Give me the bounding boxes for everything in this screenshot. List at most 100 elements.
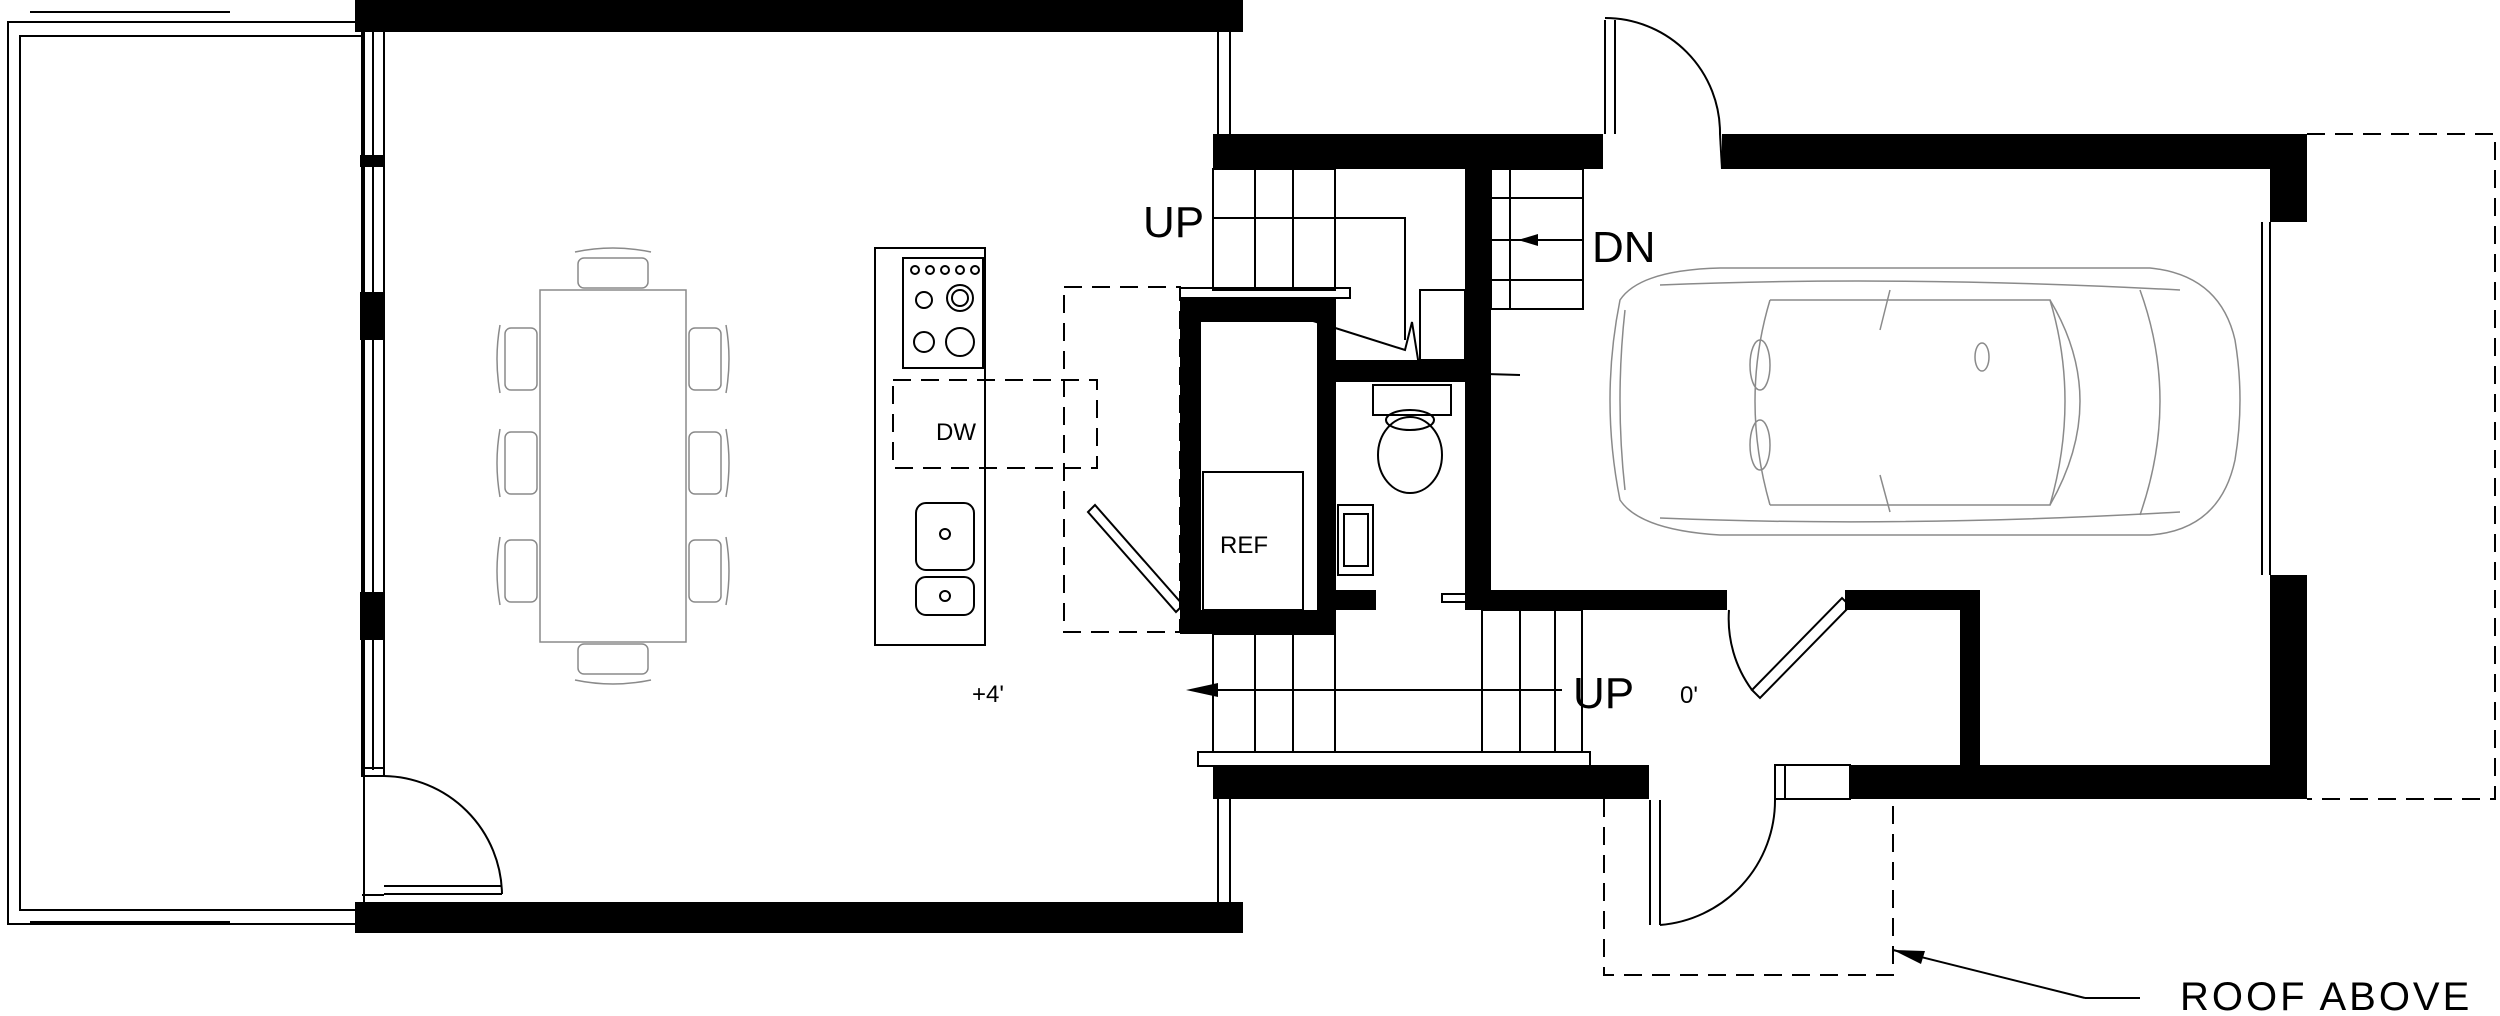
linework <box>7 11 2271 925</box>
deck-outline-outer <box>7 21 365 925</box>
label-roof-above: ROOF ABOVE <box>2180 975 2472 1016</box>
dn-stair-landing <box>1419 289 1466 361</box>
upper-stair-break <box>1309 319 1521 376</box>
deck-door-swing <box>383 775 503 895</box>
lower-stair-outline-right <box>1481 609 1583 753</box>
wall-mudroom-south <box>1213 765 1649 799</box>
dashed-lines <box>892 133 2496 976</box>
roof-leader-line <box>1892 949 2086 999</box>
chairs-right <box>688 324 730 606</box>
roof-leader-arrow <box>1893 950 1925 964</box>
wall-garage-east-upper <box>2270 134 2307 222</box>
wall-south-main <box>355 902 1243 933</box>
lower-door-post <box>1774 764 1786 800</box>
wall-stair-north <box>1213 134 1603 169</box>
upper-stair-outline <box>1212 168 1336 291</box>
toilet-bowl <box>1377 416 1443 494</box>
upper-stair <box>1212 168 1521 376</box>
west-door-jamb <box>361 767 385 777</box>
wall-stub-small <box>1336 590 1376 610</box>
garage-door-jamb <box>1774 764 1851 800</box>
car-trunk <box>2139 289 2161 516</box>
dishwasher-outline <box>892 379 1098 469</box>
pantry-door-jamb <box>1187 469 1201 611</box>
lower-stair-outline-left <box>1212 633 1336 753</box>
car-body <box>1609 267 2241 536</box>
label-elev-garage: 0' <box>1680 682 1698 709</box>
entry-door-swing <box>1604 17 1722 135</box>
burner-2-inner <box>951 289 969 307</box>
deck-outline-inner <box>19 35 365 911</box>
car-door-line-bottom <box>1879 474 1891 513</box>
powder-sink <box>1337 504 1374 576</box>
dining-table <box>539 289 687 643</box>
lower-stair <box>1200 609 1583 753</box>
wall-garage-inner-vertical <box>1960 590 1980 799</box>
wall-garage-east-lower <box>2270 575 2307 799</box>
burner-4 <box>945 327 975 357</box>
wall-pantry-west <box>1180 298 1201 634</box>
toilet-tank <box>1372 384 1452 416</box>
pantry-door-leaf <box>1086 503 1185 614</box>
car <box>1609 267 2241 536</box>
car-windshield <box>1754 299 1771 506</box>
burner-3 <box>913 331 935 353</box>
garage-overhang-outline <box>2307 133 2496 800</box>
upper-stair-arrow-path <box>1230 217 1406 340</box>
doors <box>383 17 1852 926</box>
car-roof <box>1770 299 2066 506</box>
wall-mid-horizontal <box>1465 590 1727 610</box>
overhead-cabinet-outline <box>1063 286 1181 633</box>
walls <box>355 0 2307 933</box>
pantry-fixtures <box>1202 384 1452 611</box>
roof-above-outline <box>1603 799 1894 976</box>
wall-north-main <box>355 0 1243 32</box>
dn-stair <box>1419 168 1584 361</box>
wall-powder-north <box>1317 360 1482 382</box>
wall-pantry-east <box>1317 298 1336 634</box>
wall-pantry-north <box>1180 298 1336 322</box>
wall-stair-divider <box>1465 168 1491 606</box>
car-rear-window <box>2049 299 2081 506</box>
garage-door-leaf <box>1750 596 1852 700</box>
cooktop <box>902 257 984 369</box>
dining-set <box>496 247 730 685</box>
island-counter <box>874 247 986 646</box>
sink-large <box>915 502 975 571</box>
wall-garage-north <box>1722 134 2307 169</box>
label-dn: DN <box>1592 223 1656 272</box>
lower-door-swing <box>1659 799 1777 926</box>
chairs-left <box>496 324 538 606</box>
refrigerator <box>1202 471 1304 611</box>
cooktop-knobs <box>910 265 980 275</box>
garage-door-swing <box>1727 609 1753 691</box>
toilet-seat <box>1385 409 1435 431</box>
lower-up-arrow-head <box>1186 683 1218 697</box>
chair-bottom <box>574 643 652 685</box>
burner-2 <box>946 284 974 312</box>
car-side-line-top <box>1659 280 2181 291</box>
label-elev-main: +4' <box>972 681 1004 708</box>
sink-large-drain <box>939 528 951 540</box>
label-up-lower: UP <box>1573 669 1634 718</box>
car-door-line-top <box>1879 289 1891 331</box>
powder-sink-basin <box>1343 513 1369 567</box>
sink-small <box>915 576 975 616</box>
wall-garage-inner-north <box>1845 590 1980 610</box>
powder-door-jamb <box>1441 593 1528 603</box>
car-side-line-bottom <box>1659 511 2181 523</box>
label-up-upper: UP <box>1143 198 1204 247</box>
entry-door-jamb <box>1719 133 1723 170</box>
sink-small-drain <box>939 590 951 602</box>
car-mirror-right <box>1749 419 1771 471</box>
car-fuel-cap <box>1974 342 1990 372</box>
burner-1 <box>915 291 933 309</box>
dn-arrow-head <box>1518 234 1538 246</box>
car-hood <box>1619 309 1626 491</box>
kitchen-island <box>874 247 986 646</box>
car-mirror-left <box>1749 339 1771 391</box>
label-dw: DW <box>936 419 976 446</box>
wall-pantry-south <box>1180 610 1336 634</box>
chair-top <box>574 247 652 289</box>
